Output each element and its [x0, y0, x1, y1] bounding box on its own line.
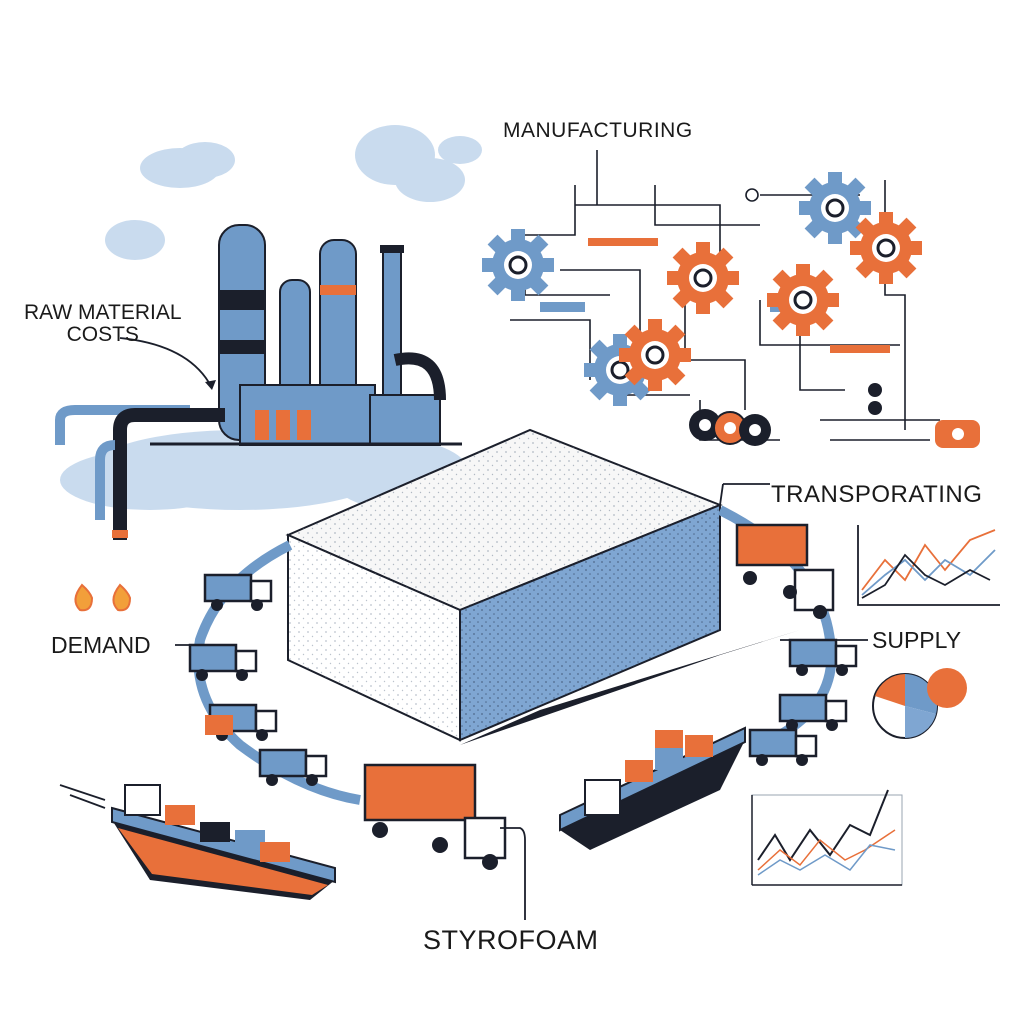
supply-label: SUPPLY [872, 627, 962, 653]
raw-material-line1: RAW MATERIAL [24, 301, 182, 324]
styrofoam-label: STYROFOAM [423, 925, 599, 955]
line-chart-icon [857, 525, 1000, 606]
pie-chart-icon [872, 668, 967, 739]
factory-icon [55, 125, 482, 612]
manufacturing-label: MANUFACTURING [503, 119, 693, 142]
flame-icon [74, 583, 132, 612]
styrofoam-block-icon [285, 428, 800, 745]
cargo-ship-icon [111, 726, 746, 900]
raw-material-costs-label: RAW MATERIAL COSTS [24, 301, 182, 347]
gear-icon [480, 170, 924, 408]
line-chart-icon [751, 789, 903, 886]
pipeline-icon [55, 405, 225, 540]
transporting-label: TRANSPORATING [771, 481, 983, 508]
raw-material-line2: COSTS [66, 323, 139, 347]
demand-label: DEMAND [51, 632, 151, 658]
